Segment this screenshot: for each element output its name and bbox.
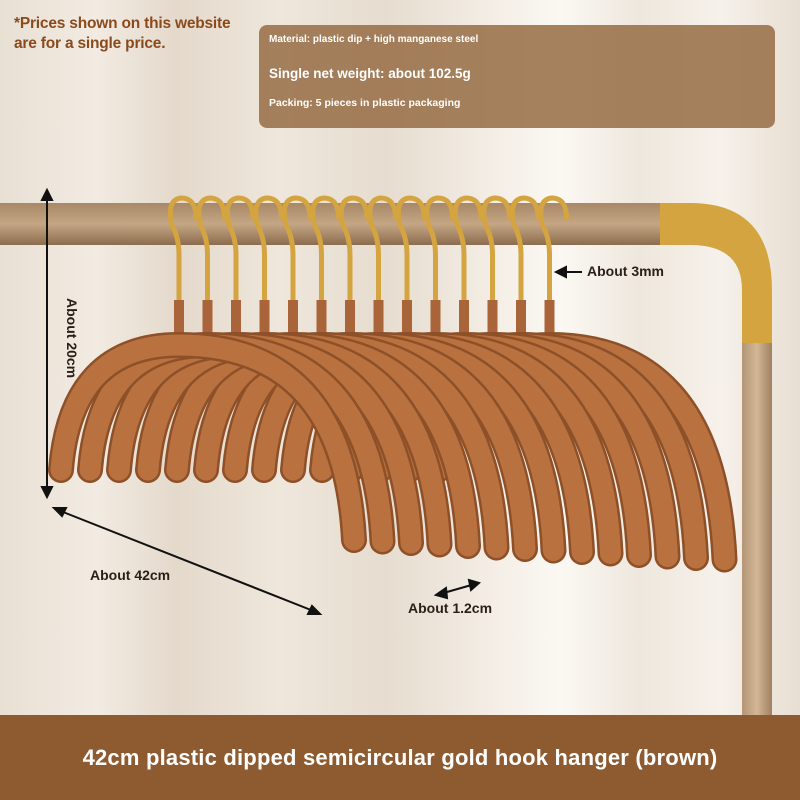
hanger-neck — [316, 300, 327, 346]
hanger-neck — [402, 300, 412, 346]
gold-hook-icon — [167, 195, 199, 303]
price-note-line2: are for a single price. — [14, 35, 166, 52]
gold-hook-icon — [367, 195, 398, 303]
hanger-neck — [202, 300, 213, 346]
hanger-neck — [516, 300, 526, 346]
product-illustration — [0, 187, 772, 715]
gold-hook-icon — [281, 195, 313, 303]
hanger-neck — [544, 300, 555, 346]
price-note: *Prices shown on this website are for a … — [14, 14, 231, 54]
gold-hook-icon — [452, 195, 484, 303]
hanger-neck — [430, 300, 441, 346]
hanger-neck — [174, 300, 184, 346]
hanger-neck — [259, 300, 270, 346]
hook-diameter-label: About 3mm — [587, 263, 664, 279]
height-label: About 20cm — [64, 298, 80, 379]
hanger-neck — [288, 300, 298, 346]
gold-hook-icon — [338, 195, 370, 303]
hanger-neck — [459, 300, 469, 346]
dimension-arrows — [40, 187, 582, 615]
gold-hook-icon — [424, 195, 455, 303]
gold-hook-icon — [196, 195, 227, 303]
weight-spec: Single net weight: about 102.5g — [269, 66, 471, 81]
vertical-pole — [742, 343, 772, 715]
product-title-banner: 42cm plastic dipped semicircular gold ho… — [0, 715, 800, 800]
hanger-neck — [231, 300, 241, 346]
gold-hook-icon — [224, 195, 256, 303]
hangers-group — [48, 195, 738, 573]
width-label: About 42cm — [90, 567, 171, 583]
hanger-neck — [345, 300, 355, 346]
product-title: 42cm plastic dipped semicircular gold ho… — [82, 744, 718, 770]
spec-panel: Material: plastic dip + high manganese s… — [259, 25, 775, 128]
gold-hook-icon — [509, 195, 541, 303]
gold-hook-icon — [481, 195, 512, 303]
gold-hook-icon — [310, 195, 341, 303]
gold-hook-icon — [395, 195, 427, 303]
gold-hook-icon — [538, 195, 569, 303]
gold-elbow — [660, 203, 772, 345]
hanger — [48, 195, 367, 553]
hanger-arc — [50, 334, 365, 551]
hanger-neck — [373, 300, 384, 346]
price-note-line1: *Prices shown on this website — [14, 15, 231, 32]
packing-spec: Packing: 5 pieces in plastic packaging — [269, 97, 461, 109]
material-spec: Material: plastic dip + high manganese s… — [269, 34, 479, 45]
thickness-label: About 1.2cm — [408, 600, 493, 616]
hanger-neck — [487, 300, 498, 346]
gold-hook-icon — [253, 195, 284, 303]
